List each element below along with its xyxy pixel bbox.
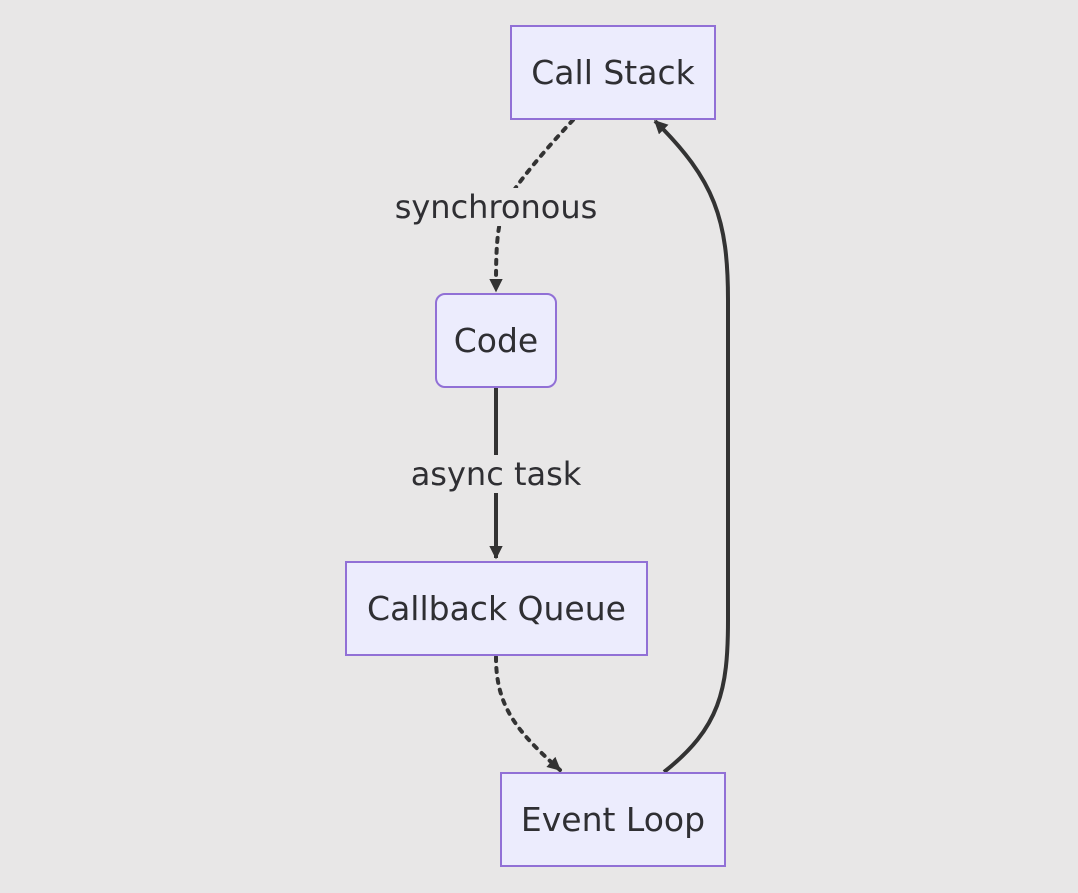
- node-call-stack: Call Stack: [510, 25, 716, 120]
- node-code-label: Code: [453, 321, 539, 360]
- edge-callbackqueue-to-eventloop: [494, 655, 562, 772]
- edge-label-async-task: async task: [408, 455, 584, 493]
- node-callback-queue: Callback Queue: [345, 561, 648, 656]
- node-code: Code: [435, 293, 557, 388]
- node-event-loop-label: Event Loop: [520, 800, 706, 839]
- node-call-stack-label: Call Stack: [531, 53, 695, 92]
- node-event-loop: Event Loop: [500, 772, 726, 867]
- node-callback-queue-label: Callback Queue: [367, 589, 626, 628]
- edge-eventloop-to-callstack: [653, 119, 730, 774]
- edge-label-synchronous: synchronous: [392, 188, 600, 226]
